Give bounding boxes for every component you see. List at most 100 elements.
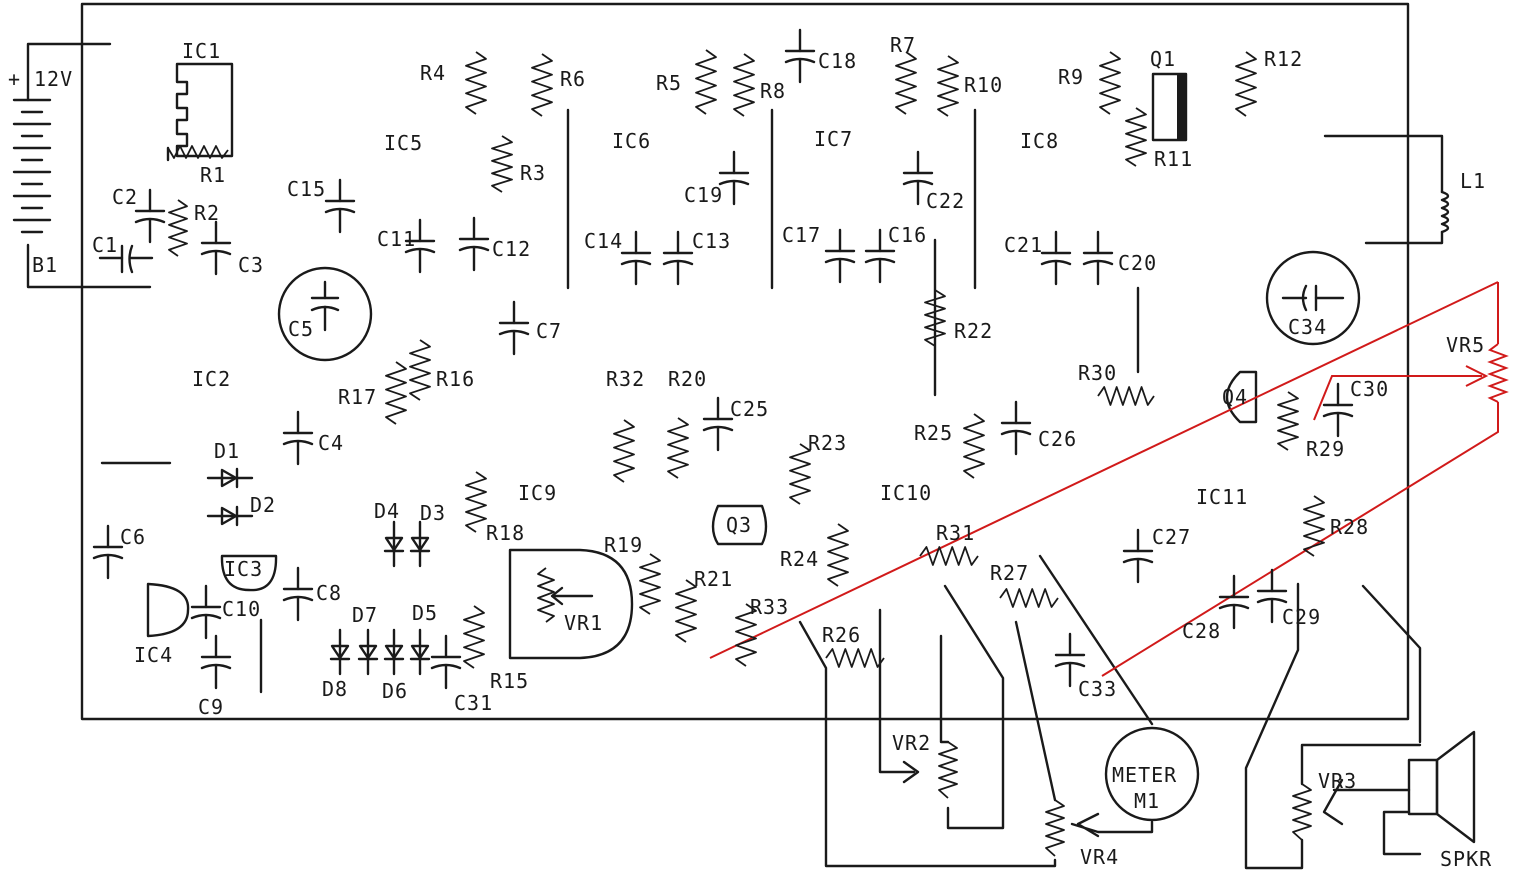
c6-capacitor [92, 524, 124, 580]
c31-label: C31 [454, 691, 493, 715]
ic2-label: IC2 [192, 367, 231, 391]
c2-label: C2 [112, 185, 138, 209]
q1-label: Q1 [1150, 47, 1176, 71]
r20-label: R20 [668, 367, 707, 391]
ic3-label: IC3 [224, 557, 263, 581]
r15-resistor [463, 605, 485, 669]
c22-label: C22 [926, 189, 965, 213]
c28-capacitor [1218, 574, 1250, 630]
r26-resistor [825, 648, 885, 668]
r33-resistor [735, 603, 757, 667]
c4-capacitor [282, 410, 314, 466]
l1-label: L1 [1460, 169, 1486, 193]
c27-capacitor [1122, 528, 1154, 584]
c20-capacitor [1082, 230, 1114, 286]
r7-resistor [895, 51, 917, 115]
vr1-label: VR1 [564, 611, 603, 635]
r19-resistor [639, 553, 661, 615]
c18-capacitor [784, 28, 816, 84]
q1-transistor [1151, 72, 1188, 142]
r19-label: R19 [604, 533, 643, 557]
c6-label: C6 [120, 525, 146, 549]
r25-resistor [963, 413, 985, 479]
r23-resistor [789, 443, 811, 505]
r2-label: R2 [194, 201, 220, 225]
r2-resistor [168, 199, 188, 257]
c11-capacitor [404, 218, 436, 274]
r29-resistor [1277, 391, 1299, 451]
d6-label: D6 [382, 679, 408, 703]
vr3-label: VR3 [1318, 769, 1357, 793]
r12-label: R12 [1264, 47, 1303, 71]
c29-label: C29 [1282, 605, 1321, 629]
r11-resistor [1125, 107, 1147, 167]
d3-label: D3 [420, 501, 446, 525]
c21-capacitor [1040, 230, 1072, 286]
c7-label: C7 [536, 319, 562, 343]
r18-label: R18 [486, 521, 525, 545]
d8-diode [329, 628, 351, 676]
r28-resistor [1303, 495, 1325, 557]
d1-label: D1 [214, 439, 240, 463]
ic3-package [220, 554, 278, 592]
r21-resistor [675, 579, 697, 643]
l1-inductor [1323, 134, 1450, 245]
c10-label: C10 [222, 597, 261, 621]
r33-label: R33 [750, 595, 789, 619]
r22-resistor [924, 289, 946, 347]
r25-label: R25 [914, 421, 953, 445]
ic1-label: IC1 [182, 39, 221, 63]
r11-label: R11 [1154, 147, 1193, 171]
c5-capacitor-outline [277, 266, 373, 362]
q4-label: Q4 [1222, 385, 1248, 409]
c30-label: C30 [1350, 377, 1389, 401]
r24-label: R24 [780, 547, 819, 571]
c28-label: C28 [1182, 619, 1221, 643]
r27-resistor [999, 588, 1059, 608]
c26-label: C26 [1038, 427, 1077, 451]
r10-resistor [937, 55, 959, 117]
c19-capacitor [718, 150, 750, 206]
vr5-red-wiring[interactable] [709, 281, 1509, 677]
c5-label: C5 [288, 317, 314, 341]
ic10-label: IC10 [880, 481, 932, 505]
q3-label: Q3 [726, 513, 752, 537]
c1-capacitor [98, 244, 154, 274]
c33-capacitor [1054, 632, 1086, 688]
r4-label: R4 [420, 61, 446, 85]
vr5-label: VR5 [1446, 333, 1485, 357]
circuit-board-outline [80, 2, 1410, 721]
c34-label: C34 [1288, 315, 1327, 339]
r10-label: R10 [964, 73, 1003, 97]
c34-capacitor [1281, 284, 1345, 312]
r20-resistor [667, 417, 689, 479]
r17-resistor [385, 361, 407, 425]
r3-label: R3 [520, 161, 546, 185]
r8-label: R8 [760, 79, 786, 103]
meter-line2-label: M1 [1134, 789, 1160, 813]
r29-label: R29 [1306, 437, 1345, 461]
d6-diode [383, 628, 405, 676]
c16-capacitor [864, 228, 896, 284]
vr3-potentiometer [1292, 783, 1312, 841]
d4-diode [383, 520, 405, 568]
c12-label: C12 [492, 237, 531, 261]
c20-label: C20 [1118, 251, 1157, 275]
c7-capacitor [498, 300, 530, 356]
r6-resistor [531, 53, 553, 117]
c18-label: C18 [818, 49, 857, 73]
r32-label: R32 [606, 367, 645, 391]
c1-label: C1 [92, 233, 118, 257]
speaker-symbol [1407, 730, 1476, 844]
vr2-label: VR2 [892, 731, 931, 755]
meter-m1 [1104, 726, 1200, 822]
c14-capacitor [620, 230, 652, 286]
c5-capacitor [310, 280, 340, 332]
r31-label: R31 [936, 521, 975, 545]
meter-line1-label: METER [1112, 763, 1177, 787]
r8-resistor [733, 53, 755, 117]
r9-resistor [1099, 51, 1121, 115]
c29-capacitor [1256, 568, 1288, 624]
